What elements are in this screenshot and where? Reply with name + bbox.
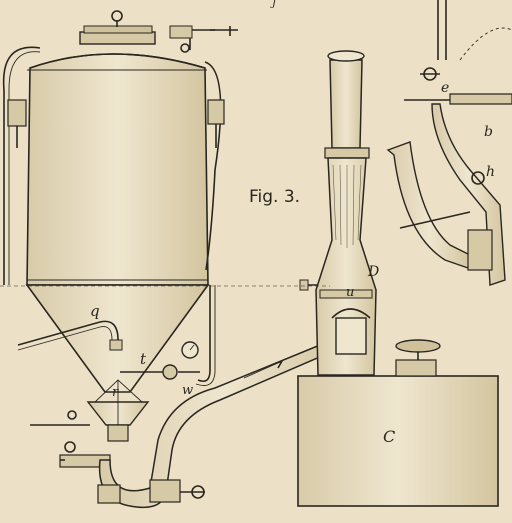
- label-u: u: [346, 285, 354, 300]
- label-e: e: [441, 80, 449, 96]
- label-C: C: [383, 427, 395, 446]
- valve-t: [120, 341, 200, 380]
- fermentation-vessel: [7, 10, 238, 393]
- label-w: w: [182, 383, 193, 398]
- label-t: t: [140, 350, 147, 368]
- figure-caption: Fig. 3.: [249, 187, 300, 207]
- label-b: b: [484, 124, 493, 140]
- apparatus-right: [386, 0, 512, 286]
- pipe-q: [17, 320, 123, 351]
- svg-text:J: J: [270, 0, 277, 9]
- transfer-pipe: [97, 314, 350, 509]
- label-D: D: [367, 264, 379, 280]
- funnel-r: [30, 379, 150, 468]
- column-D: [299, 50, 377, 376]
- left-pipe: [2, 46, 41, 285]
- tank-C: [297, 339, 499, 507]
- label-h: h: [486, 164, 495, 180]
- label-q: q: [90, 302, 100, 320]
- label-r: r: [112, 385, 119, 400]
